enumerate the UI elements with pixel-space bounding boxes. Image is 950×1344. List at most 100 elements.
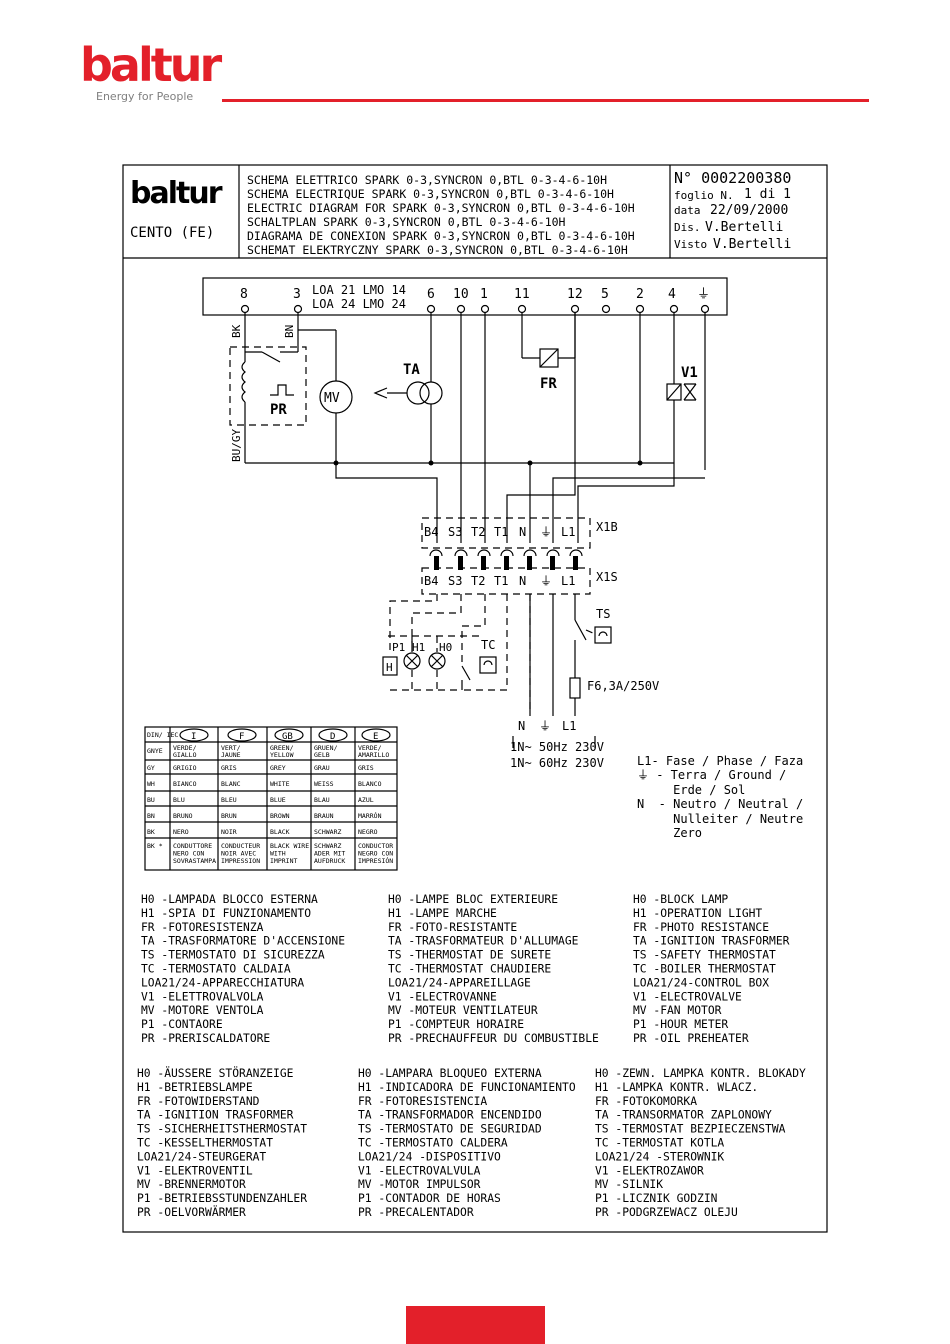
legend-entry: TS -SAFETY THERMOSTAT: [633, 949, 776, 962]
title-line-fr: SCHEMA ELECTRIQUE SPARK 0-3,SYNCRON 0,BT…: [247, 187, 614, 201]
legend-entry: TC -TERMOSTATO CALDERA: [358, 1137, 508, 1150]
terminal-label: 12: [567, 287, 583, 302]
component-label-h0: H0: [439, 641, 452, 654]
svg-text:Erde / Sol: Erde / Sol: [637, 783, 745, 797]
legend-entry: MV -MOTEUR VENTILATEUR: [388, 1004, 538, 1017]
legend-entry: FR -FOTORESISTENZA: [141, 921, 264, 934]
legend-entry: LOA21/24 -DISPOSITIVO: [358, 1150, 501, 1163]
table-cell: GRUEN/GELB: [314, 744, 338, 759]
control-box-line2: LOA 24 LMO 24: [312, 297, 406, 311]
table-header: GB: [282, 732, 293, 742]
title-line-en: ELECTRIC DIAGRAM FOR SPARK 0-3,SYNCRON 0…: [247, 201, 635, 215]
table-cell: BRAUN: [314, 812, 334, 820]
legend-entry: LOA21/24-STEURGERAT: [137, 1150, 266, 1163]
external-wiring: P1 H H1 H0 TC: [382, 594, 531, 714]
legend-entry: TS -TERMOSTATO DI SICUREZZA: [141, 949, 325, 962]
terminal-label: 2: [636, 287, 644, 302]
table-cell: BN: [147, 812, 155, 820]
table-cell: BLEU: [221, 796, 237, 804]
table-cell: WEISS: [314, 780, 334, 788]
table-header: I: [191, 732, 196, 742]
legend-entry: H0 -ÄUSSERE STÖRANZEIGE: [137, 1067, 294, 1080]
table-cell: GY: [147, 764, 155, 772]
connector-x1s: B4 S3 T2 T1 N ⏚ L1 X1S: [421, 567, 618, 595]
connector-pin: L1: [561, 525, 575, 539]
terminal-label: 6: [427, 287, 435, 302]
legend-entry: P1 -CONTAORE: [141, 1018, 223, 1031]
table-cell: BLANCO: [358, 780, 382, 788]
date-value: 22/09/2000: [710, 203, 788, 218]
svg-text:⏚ - Terra / Ground /: ⏚ - Terra / Ground /: [637, 768, 786, 782]
table-cell: SCHWARZ: [314, 828, 341, 836]
terminal-label: 3: [293, 287, 301, 302]
legend-entry: V1 -ELEKTROVENTIL: [137, 1164, 253, 1177]
component-label-ta: TA: [403, 362, 420, 378]
drawing-number: N° 0002200380: [674, 169, 791, 187]
titleblock-logo-text: baltur: [130, 176, 223, 211]
table-cell: VERDE/AMARILLO: [358, 744, 389, 759]
legend-entry: H1 -BETRIEBSLAMPE: [137, 1081, 253, 1094]
svg-text:Nulleiter / Neutre: Nulleiter / Neutre: [637, 812, 803, 826]
legend-entry: TA -TRASFORMATORE D'ACCENSIONE: [141, 935, 345, 948]
title-line-de: SCHALTPLAN SPARK 0-3,SYNCRON 0,BTL 0-3-4…: [247, 215, 566, 229]
terminal-label: 11: [514, 287, 530, 302]
connector-pins: [434, 556, 578, 570]
drawn-value: V.Bertelli: [705, 220, 783, 235]
table-cell: GREY: [270, 764, 286, 772]
legend-entry: FR -FOTOKOMORKA: [595, 1095, 697, 1108]
table-cell: BK: [147, 828, 155, 836]
svg-text:L1- Fase / Phase / Faza: L1- Fase / Phase / Faza: [637, 754, 803, 768]
wire-label-bk: BK: [230, 324, 243, 338]
connector-pin: L1: [561, 574, 575, 588]
terminal-label: 10: [453, 287, 469, 302]
connector-pin: T1: [494, 574, 508, 588]
table-cell: VERDE/GIALLO: [173, 744, 197, 759]
table-cell: BU: [147, 796, 155, 804]
connector-name-x1b: X1B: [596, 520, 618, 534]
component-label-ts: TS: [596, 607, 610, 621]
connector-pin: ⏚: [540, 525, 552, 539]
connector-pin: B4: [424, 525, 438, 539]
legend-entry: TA -IGNITION TRASFORMER: [633, 935, 790, 948]
table-cell: GRAU: [314, 764, 330, 772]
table-cell: GRIS: [221, 764, 237, 772]
table-cell: NOIR: [221, 828, 237, 836]
connector-pin: S3: [448, 525, 462, 539]
sheet-label: foglio N.: [674, 189, 734, 202]
svg-text:Zero: Zero: [637, 826, 702, 840]
legend-entry: H0 -BLOCK LAMP: [633, 893, 728, 906]
table-cell: BLACK: [270, 828, 290, 836]
table-cell: GRIGIO: [173, 764, 197, 772]
legend-entry: H1 -OPERATION LIGHT: [633, 907, 762, 920]
legend-entry: H1 -SPIA DI FUNZIONAMENTO: [141, 907, 311, 920]
component-label-mv: MV: [324, 391, 340, 406]
table-header: DIN/ IEC: [147, 731, 178, 739]
legend-entry: PR -PODGRZEWACZ OLEJU: [595, 1206, 738, 1219]
table-header: F: [239, 732, 244, 742]
component-label-h1: H1: [412, 641, 425, 654]
terminal-label: 8: [240, 287, 248, 302]
component-label-h: H: [386, 661, 393, 674]
titleblock-place: CENTO (FE): [130, 225, 214, 241]
connector-x1b: B4 S3 T2 T1 N ⏚ L1 X1B: [421, 517, 618, 557]
legend-entry: H1 -LAMPKA KONTR. WLACZ.: [595, 1081, 758, 1094]
legend-entry: PR -PRECHAUFFEUR DU COMBUSTIBLE: [388, 1032, 599, 1045]
connector-pin: ⏚: [540, 574, 552, 588]
table-cell: BLU: [173, 796, 185, 804]
terminal-strip: 8 3 6 10 1 11 12 5 2 4 ⏚: [240, 287, 710, 314]
date-label: data: [674, 204, 701, 217]
svg-text:N - Neutro / Neutral /: N - Neutro / Neutral /: [637, 797, 803, 811]
supply-pin: N: [518, 719, 525, 733]
legend-entry: V1 -ELECTROVALVULA: [358, 1164, 481, 1177]
legend-entry: V1 -ELECTROVALVE: [633, 990, 742, 1003]
logo-wordmark: baltur: [80, 38, 222, 92]
legend-entry: H0 -LAMPADA BLOCCO ESTERNA: [141, 893, 318, 906]
preheater-pr: PR: [229, 313, 336, 463]
connector-pin: T2: [471, 525, 485, 539]
table-cell: BLANC: [221, 780, 241, 788]
connector-name-x1s: X1S: [596, 570, 618, 584]
legend-entry: LOA21/24-APPARECCHIATURA: [141, 976, 304, 989]
legend-entry: FR -FOTORESISTENCIA: [358, 1095, 487, 1108]
